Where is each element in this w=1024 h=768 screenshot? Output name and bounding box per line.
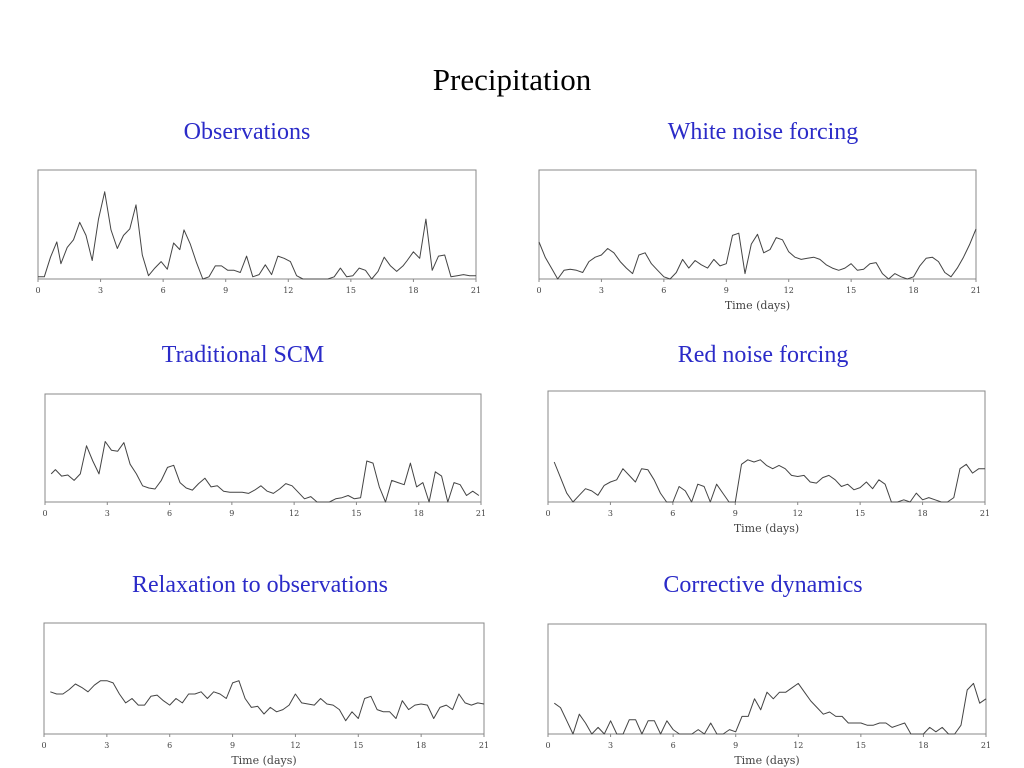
x-tick-label: 15 bbox=[353, 741, 363, 750]
x-tick-label: 21 bbox=[471, 286, 481, 295]
x-tick-label: 0 bbox=[41, 741, 46, 750]
x-tick-label: 12 bbox=[289, 509, 299, 518]
x-tick-label: 15 bbox=[856, 741, 866, 750]
x-axis-label: Time (days) bbox=[734, 522, 799, 535]
x-tick-label: 9 bbox=[229, 509, 234, 518]
plot-frame bbox=[37, 169, 477, 280]
x-tick-label: 6 bbox=[661, 286, 666, 295]
x-tick-label: 3 bbox=[105, 509, 110, 518]
x-tick-label: 21 bbox=[971, 286, 981, 295]
x-tick-label: 3 bbox=[599, 286, 604, 295]
x-tick-label: 6 bbox=[167, 741, 172, 750]
page-title: Precipitation bbox=[432, 62, 592, 97]
series-line bbox=[50, 680, 485, 722]
series-line bbox=[50, 441, 480, 503]
x-tick-label: 15 bbox=[346, 286, 356, 295]
x-tick-label: 9 bbox=[733, 509, 738, 518]
x-tick-label: 0 bbox=[545, 509, 550, 518]
x-tick-label: 6 bbox=[167, 509, 172, 518]
x-axis-label: Time (days) bbox=[725, 299, 790, 312]
x-axis-label: Time (days) bbox=[734, 754, 799, 767]
x-tick-label: 18 bbox=[414, 509, 424, 518]
x-axis-label: Time (days) bbox=[231, 754, 296, 767]
series-line bbox=[553, 459, 985, 503]
x-tick-label: 18 bbox=[908, 286, 918, 295]
x-tick-label: 15 bbox=[846, 286, 856, 295]
x-tick-label: 21 bbox=[980, 509, 990, 518]
panel-title-relaxation-to-observations: Relaxation to observations bbox=[132, 572, 388, 598]
x-tick-label: 15 bbox=[351, 509, 361, 518]
panel-title-red-noise-forcing: Red noise forcing bbox=[677, 342, 849, 368]
x-tick-label: 21 bbox=[476, 509, 486, 518]
panel-title-corrective-dynamics: Corrective dynamics bbox=[663, 572, 863, 598]
x-tick-label: 12 bbox=[793, 509, 803, 518]
x-tick-label: 3 bbox=[98, 286, 103, 295]
plot-frame bbox=[547, 623, 987, 735]
panel-title-observations: Observations bbox=[183, 119, 311, 145]
x-tick-label: 0 bbox=[545, 741, 550, 750]
x-tick-label: 18 bbox=[918, 741, 928, 750]
x-tick-label: 18 bbox=[416, 741, 426, 750]
x-tick-label: 9 bbox=[724, 286, 729, 295]
x-tick-label: 6 bbox=[671, 741, 676, 750]
x-tick-label: 3 bbox=[608, 741, 613, 750]
plot-frame bbox=[44, 393, 482, 503]
series-line bbox=[38, 191, 476, 280]
x-tick-label: 3 bbox=[608, 509, 613, 518]
x-tick-label: 0 bbox=[536, 286, 541, 295]
panel-title-white-noise-forcing: White noise forcing bbox=[667, 119, 859, 145]
x-tick-label: 12 bbox=[793, 741, 803, 750]
x-tick-label: 21 bbox=[981, 741, 991, 750]
x-tick-label: 18 bbox=[408, 286, 418, 295]
x-tick-label: 21 bbox=[479, 741, 489, 750]
plot-frame bbox=[547, 390, 986, 503]
panel-title-traditional-scm: Traditional SCM bbox=[161, 342, 325, 368]
x-tick-label: 3 bbox=[104, 741, 109, 750]
plot-frame bbox=[43, 622, 485, 735]
x-tick-label: 15 bbox=[855, 509, 865, 518]
x-tick-label: 0 bbox=[42, 509, 47, 518]
x-tick-label: 12 bbox=[290, 741, 300, 750]
x-tick-label: 0 bbox=[35, 286, 40, 295]
x-tick-label: 9 bbox=[230, 741, 235, 750]
x-tick-label: 6 bbox=[161, 286, 166, 295]
x-tick-label: 12 bbox=[283, 286, 293, 295]
x-tick-label: 18 bbox=[917, 509, 927, 518]
plot-frame bbox=[538, 169, 977, 280]
series-line bbox=[554, 682, 987, 735]
x-tick-label: 12 bbox=[784, 286, 794, 295]
x-tick-label: 6 bbox=[670, 509, 675, 518]
series-line bbox=[538, 228, 977, 280]
x-tick-label: 9 bbox=[733, 741, 738, 750]
x-tick-label: 9 bbox=[223, 286, 228, 295]
